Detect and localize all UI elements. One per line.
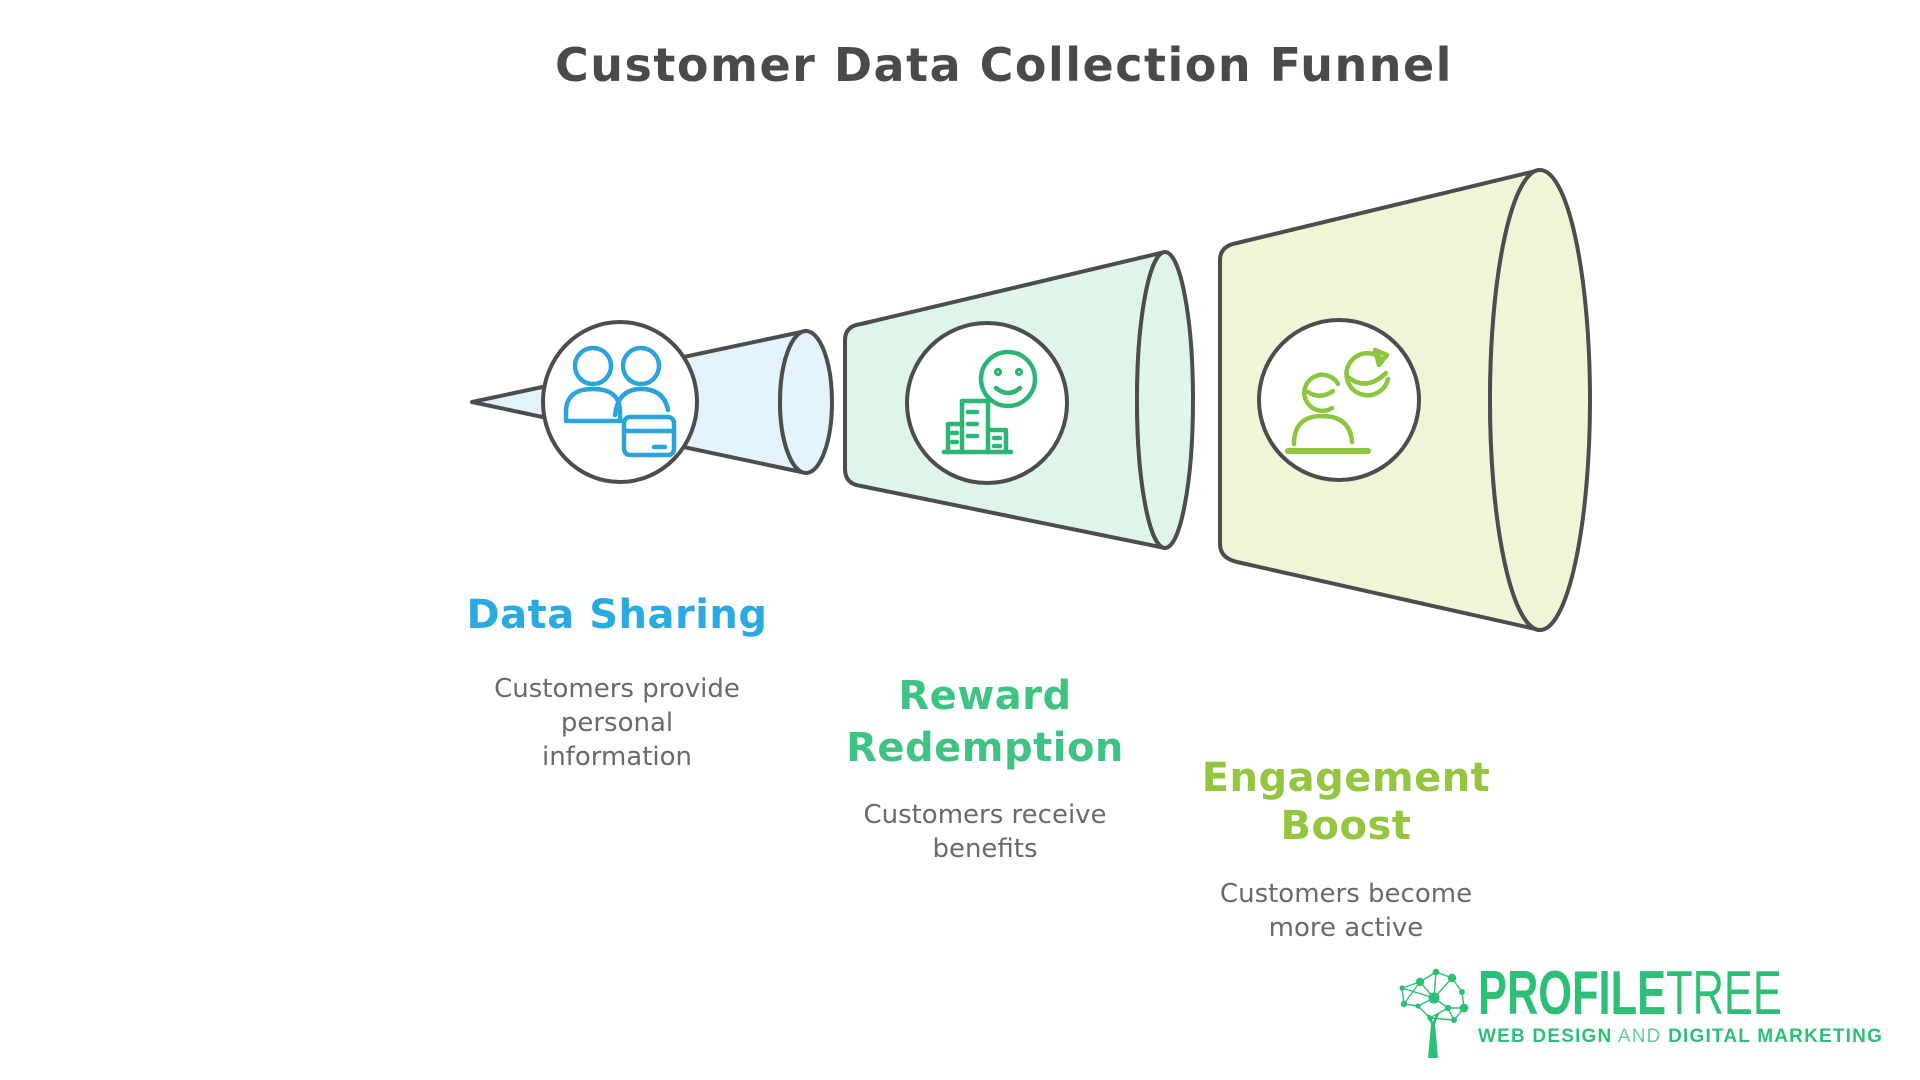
tagline-digital-marketing: DIGITAL MARKETING [1668, 1026, 1884, 1047]
profiletree-wordmark: PROFILETREE [1478, 962, 1782, 1026]
funnel-stage-3-endcap [1488, 168, 1592, 632]
stage-1-desc-line: information [541, 742, 693, 772]
stage-2-heading-line: Reward [898, 673, 1072, 719]
profiletree-logo-icon [1399, 968, 1469, 1058]
person-refresh-icon [1285, 347, 1391, 454]
stage-3-description: Customers become more active [1220, 877, 1472, 945]
logo-word-tree: TREE [1666, 959, 1782, 1028]
tagline-and: AND [1612, 1026, 1669, 1047]
stage-1-heading-line: Data Sharing [466, 592, 768, 638]
stage-3-heading-line: Boost [1280, 803, 1412, 849]
users-credit-card-icon [563, 345, 677, 458]
page-title: Customer Data Collection Funnel [555, 38, 1453, 92]
stage-2-desc-line: benefits [932, 834, 1038, 864]
stage-2-desc-line: Customers receive [863, 800, 1107, 830]
profiletree-tagline: WEB DESIGN AND DIGITAL MARKETING [1478, 1026, 1883, 1048]
stage-3-desc-line: Customers become [1219, 879, 1473, 909]
profiletree-logo: PROFILETREE WEB DESIGN AND DIGITAL MARKE… [1390, 962, 1882, 1062]
funnel-stage-1-endcap [778, 329, 834, 475]
stage-1-heading: Data Sharing [466, 590, 767, 640]
stage-3-heading: Engagement Boost [1202, 754, 1491, 850]
stage-1-description: Customers provide personal information [494, 672, 740, 774]
stage-2-description: Customers receive benefits [863, 798, 1106, 866]
stage-3-badge [1257, 318, 1421, 482]
storefront-smiley-icon [941, 349, 1038, 455]
stage-3-desc-line: more active [1268, 913, 1424, 943]
stage-3-heading-line: Engagement [1201, 755, 1491, 801]
funnel-stage-2-endcap [1135, 250, 1195, 550]
stage-2-heading: Reward Redemption [846, 670, 1124, 774]
logo-word-profile: PROFILE [1478, 959, 1667, 1028]
stage-2-heading-line: Redemption [846, 725, 1124, 771]
stage-1-desc-line: Customers provide [494, 674, 740, 704]
stage-1-desc-line: personal [560, 708, 674, 738]
tagline-web-design: WEB DESIGN [1478, 1026, 1613, 1047]
